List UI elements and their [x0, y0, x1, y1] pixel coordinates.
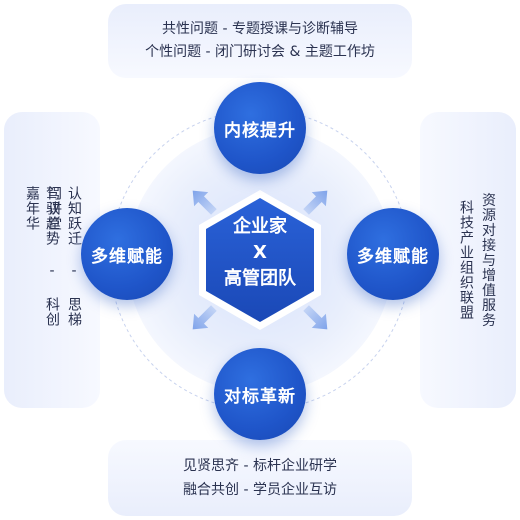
- center-hexagon-label: 企业家 X 高管团队: [210, 214, 310, 292]
- right-panel-line-1: 资源对接与增值服务: [480, 192, 496, 328]
- arrow-icon: [192, 305, 217, 330]
- node-bottom: 对标革新: [214, 348, 306, 440]
- bottom-text-panel: 见贤思齐 - 标杆企业研学 融合共创 - 学员企业互访: [108, 440, 412, 516]
- arrow-icon: [303, 305, 328, 330]
- arrow-icon: [192, 190, 217, 215]
- top-panel-line-2: 个性问题 - 闭门研讨会 & 主题工作坊: [145, 44, 375, 60]
- left-text-panel: 认知跃迁 - 思梯门讲堂 驾驭趋势 - 科创嘉年华: [4, 112, 100, 408]
- center-line-2: X: [253, 242, 267, 263]
- left-panel-line-2: 驾驭趋势 - 科创嘉年华: [24, 186, 60, 327]
- node-right: 多维赋能: [347, 208, 439, 300]
- arrow-icon: [303, 190, 328, 215]
- bottom-panel-line-2: 融合共创 - 学员企业互访: [183, 482, 337, 498]
- bottom-panel-line-1: 见贤思齐 - 标杆企业研学: [183, 458, 337, 474]
- top-panel-line-1: 共性问题 - 专题授课与诊断辅导: [162, 21, 358, 37]
- center-line-3: 高管团队: [224, 268, 296, 289]
- center-line-1: 企业家: [233, 216, 287, 237]
- left-panel-line-1: 认知跃迁 - 思梯门讲堂: [46, 186, 82, 327]
- right-panel-line-2: 科技产业组织联盟: [458, 200, 474, 320]
- center-hexagon: [206, 198, 314, 322]
- node-left: 多维赋能: [81, 208, 173, 300]
- top-text-panel: 共性问题 - 专题授课与诊断辅导 个性问题 - 闭门研讨会 & 主题工作坊: [108, 4, 412, 78]
- node-top: 内核提升: [214, 82, 306, 174]
